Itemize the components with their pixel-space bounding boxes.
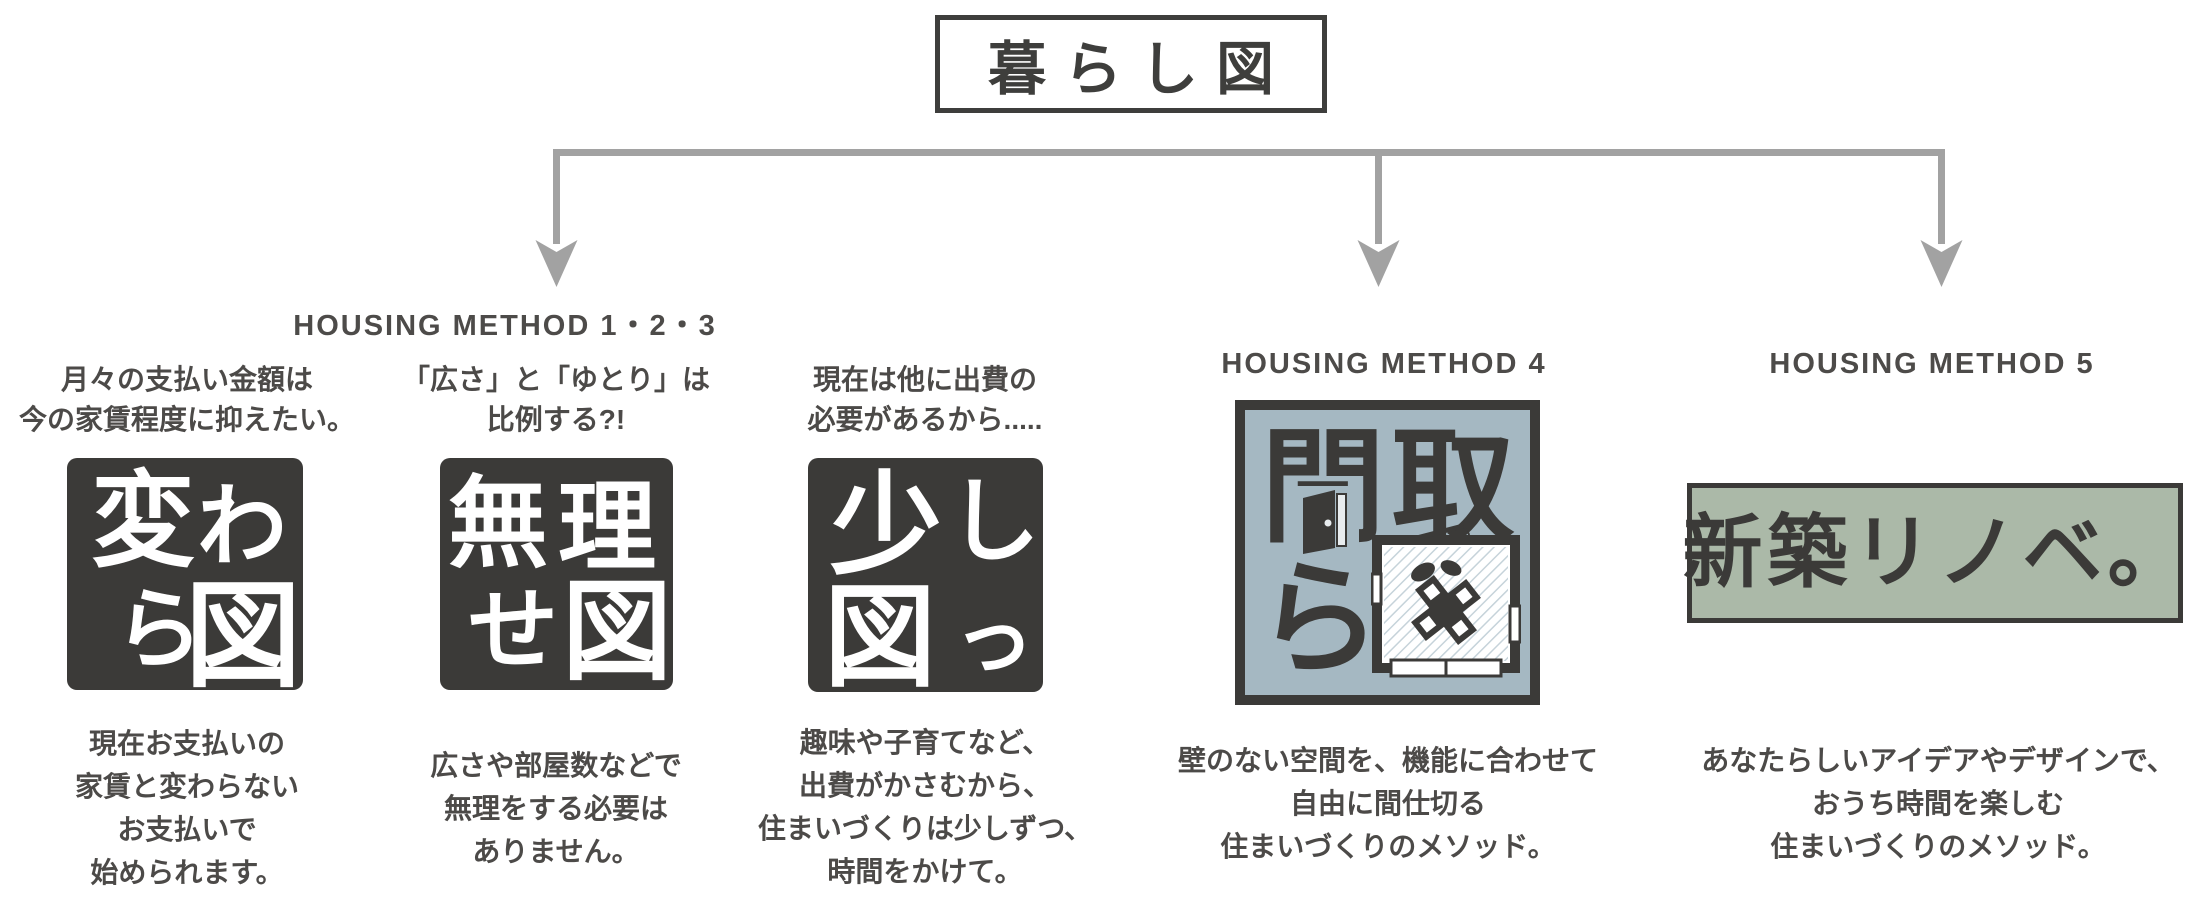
- arrow-down-icon: [1920, 240, 1963, 287]
- description-line: 現在お支払いの: [88, 728, 285, 759]
- method3-intro: 現在は他に出費の 必要があるから.....: [745, 360, 1105, 440]
- description-line: 自由に間仕切る: [1289, 788, 1486, 819]
- intro-line: 月々の支払い金額は: [60, 364, 313, 395]
- door-icon: [1303, 490, 1347, 554]
- kawarazu-logo[interactable]: 変 わ ら 図: [67, 458, 303, 694]
- description-line: 出費がかさむから、: [798, 770, 1051, 801]
- arrow-down-icon: [535, 240, 578, 287]
- logo-char: 変: [91, 464, 196, 580]
- diagram-title-box: 暮らし図: [935, 15, 1327, 113]
- logo-text: 新築リノベ。: [1682, 508, 2193, 597]
- description-line: 住まいづくりは少しずつ、: [757, 813, 1093, 844]
- intro-line: 必要があるから.....: [807, 404, 1043, 435]
- logo-char: 少: [830, 463, 942, 588]
- logo-char: せ: [468, 581, 558, 681]
- logo-char: っ: [954, 595, 1034, 684]
- method2-description: 広さや部屋数などで 無理をする必要は ありません。: [376, 744, 736, 873]
- method2-intro: 「広さ」と「ゆとり」は 比例する?!: [376, 360, 736, 440]
- madorizu-logo[interactable]: 間 取 ら: [1235, 400, 1540, 705]
- description-line: 住まいづくりのメソッド。: [1770, 831, 2106, 862]
- intro-line: 「広さ」と「ゆとり」は: [401, 364, 710, 395]
- logo-char: 図: [562, 571, 672, 694]
- logo-char: 無: [448, 468, 548, 580]
- description-line: 始められます。: [90, 857, 284, 888]
- housing-method-4-label: HOUSING METHOD 4: [1221, 348, 1547, 380]
- description-line: 広さや部屋数などで: [430, 750, 682, 781]
- diagram-title: 暮らし図: [987, 37, 1292, 102]
- logo-char: し: [948, 471, 1041, 573]
- intro-line: 今の家賃程度に抑えたい。: [18, 404, 355, 435]
- logo-char: 図: [185, 571, 301, 701]
- description-line: あなたらしいアイデアやデザインで、: [1701, 745, 2175, 776]
- logo-char: 図: [824, 575, 936, 700]
- description-line: 家賃と変わらない: [74, 771, 299, 802]
- connector-vertical-lines: [553, 152, 1945, 244]
- logo-char: ら: [1257, 551, 1382, 689]
- method5-description: あなたらしいアイデアやデザインで、 おうち時間を楽しむ 住まいづくりのメソッド。: [1678, 739, 2198, 868]
- logo-char: 理: [558, 472, 657, 582]
- housing-method-123-label: HOUSING METHOD 1・2・3: [293, 310, 717, 342]
- intro-line: 現在は他に出費の: [812, 364, 1037, 395]
- description-line: 住まいづくりのメソッド。: [1220, 831, 1556, 862]
- description-line: 壁のない空間を、機能に合わせて: [1177, 745, 1598, 776]
- sukoshizu-logo[interactable]: 少 し 図 っ: [808, 458, 1043, 700]
- murisezu-logo[interactable]: 無 理 せ 図: [440, 458, 673, 690]
- arrow-down-icon: [1357, 240, 1400, 287]
- method4-description: 壁のない空間を、機能に合わせて 自由に間仕切る 住まいづくりのメソッド。: [1133, 739, 1643, 868]
- description-line: お支払いで: [117, 814, 257, 845]
- description-line: 趣味や子育てなど、: [799, 727, 1051, 758]
- description-line: 無理をする必要は: [443, 793, 668, 824]
- description-line: おうち時間を楽しむ: [1811, 788, 2064, 819]
- method1-description: 現在お支払いの 家賃と変わらない お支払いで 始められます。: [7, 722, 367, 894]
- intro-line: 比例する?!: [486, 404, 626, 435]
- housing-method-5-label: HOUSING METHOD 5: [1769, 348, 2095, 380]
- logo-char: ら: [115, 580, 204, 679]
- description-line: 時間をかけて。: [827, 856, 1023, 887]
- shinchiku-renove-logo[interactable]: 新築リノベ。: [1683, 483, 2188, 623]
- method1-intro: 月々の支払い金額は 今の家賃程度に抑えたい。: [7, 360, 367, 440]
- logo-char: わ: [197, 477, 287, 577]
- method3-description: 趣味や子育てなど、 出費がかさむから、 住まいづくりは少しずつ、 時間をかけて。: [745, 721, 1105, 893]
- floorplan-icon: [1371, 523, 1521, 678]
- description-line: ありません。: [472, 836, 640, 867]
